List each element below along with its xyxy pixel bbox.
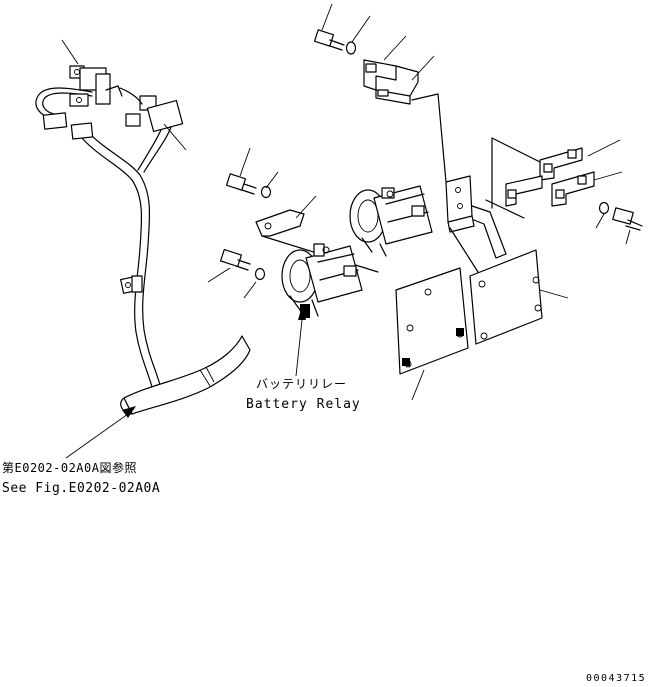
figure-reference-label-en: See Fig.E0202-02A0A — [2, 481, 161, 496]
battery-relay-front — [281, 243, 363, 318]
figure-reference-label-jp: 第E0202-02A0A図参照 — [2, 461, 137, 475]
battery-relay-label-jp: バッテリリレー — [256, 377, 348, 391]
leader-lines — [61, 3, 631, 459]
relay-mounting-plate-right — [411, 93, 543, 345]
relay-mounting-plate-left — [395, 267, 469, 375]
battery-relay-label-en: Battery Relay — [246, 397, 361, 412]
wiring-harness — [35, 65, 251, 415]
top-bolt-assembly — [313, 29, 419, 105]
right-brackets — [485, 137, 643, 231]
drawing-number: 00043715 — [586, 673, 647, 684]
battery-relay-rear — [349, 185, 433, 257]
lower-bolt-assembly — [219, 248, 266, 281]
